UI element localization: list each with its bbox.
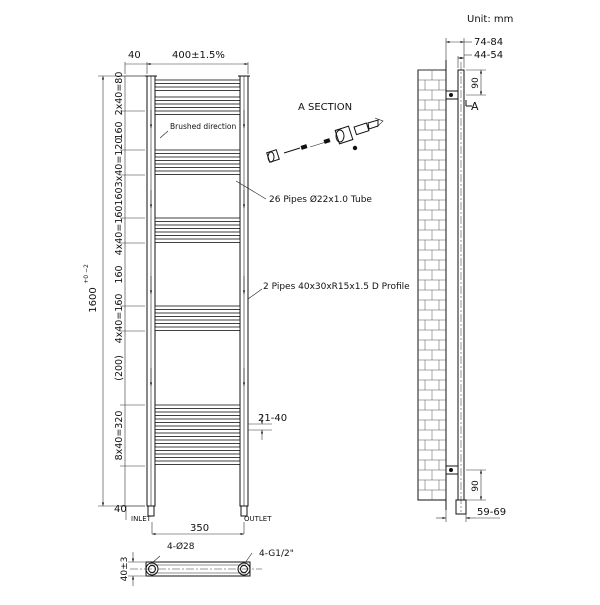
tube-18 <box>154 404 241 409</box>
segment-dim-5: 160 <box>114 265 125 283</box>
segment-dim-2: 3x40=120 <box>114 138 125 188</box>
a-section-title: A SECTION <box>298 102 352 113</box>
tube-15 <box>154 312 241 317</box>
overall-height-tolerance: +0 −2 <box>83 264 90 284</box>
brushed-direction-callout: Brushed direction <box>170 122 237 131</box>
tube-10 <box>154 217 241 222</box>
tube-25 <box>154 453 241 458</box>
center-distance-label: 350 <box>190 523 209 534</box>
brick-wall-icon <box>417 69 447 501</box>
tube-16 <box>154 319 241 324</box>
wall-plug-icon <box>334 117 384 151</box>
outlet-port-circle <box>237 562 251 576</box>
bottom-bracket <box>445 465 459 475</box>
brushed-direction-marks <box>149 110 246 386</box>
tube-19 <box>154 411 241 416</box>
top-bracket <box>445 90 459 100</box>
pipe-gap-dimension: 21-40 <box>248 413 287 440</box>
overall-height-label: 1600 <box>88 287 99 312</box>
width-dimension: 400±1.5% <box>172 50 225 61</box>
section-marker: A <box>471 100 479 113</box>
segment-dim-4: 4x40=160 <box>114 206 125 256</box>
tube-22 <box>154 432 241 437</box>
pipe-gap-label: 21-40 <box>258 413 287 424</box>
segment-dim-8: 8x40=320 <box>114 411 125 461</box>
front-view <box>145 75 250 517</box>
tube-2 <box>154 86 241 91</box>
tube-20 <box>154 418 241 423</box>
tube-callout: 26 Pipes Ø22x1.0 Tube <box>269 194 372 205</box>
bottom-offset-label: 40 <box>114 504 127 515</box>
segment-dim-7: (200) <box>114 355 125 381</box>
callouts: Brushed direction 26 Pipes Ø22x1.0 Tube … <box>159 122 410 300</box>
tube-7 <box>154 156 241 161</box>
tube-11 <box>154 224 241 229</box>
tube-23 <box>154 439 241 444</box>
tube-8 <box>154 163 241 168</box>
ports-label: 4-Ø28 <box>167 541 195 552</box>
depth-bottom-label: 59-69 <box>477 507 506 518</box>
unit-label: Unit: mm <box>467 14 513 25</box>
side-inlet <box>455 499 467 515</box>
top-dimensions: 400±1.5% 40 <box>124 50 249 74</box>
tube-13 <box>154 238 241 243</box>
tube-6 <box>154 149 241 154</box>
segment-dim-6: 4x40=160 <box>114 294 125 344</box>
tube-3 <box>154 96 241 101</box>
segment-dimensions: 1603x40=1201604x40=1601604x40=160(200)8x… <box>114 72 145 507</box>
outlet-port <box>240 505 248 517</box>
tube-14 <box>154 305 241 310</box>
outlet-label: OUTLET <box>244 515 272 523</box>
tube-4 <box>154 103 241 108</box>
side-view: 74-84 44-54 90 A 90 59-69 <box>417 37 506 522</box>
inlet-port <box>147 505 155 517</box>
bottom-view: 350 4-Ø28 4-G1/2" 40±3 <box>120 522 294 586</box>
wall-mount-bracket-icon <box>266 149 280 163</box>
bottom-height-label: 40±3 <box>120 557 130 582</box>
tube-24 <box>154 446 241 451</box>
screw-icon <box>283 138 331 154</box>
tube-1 <box>154 79 241 84</box>
tube-9 <box>154 170 241 175</box>
tube-12 <box>154 231 241 236</box>
depth-outer-label: 74-84 <box>474 37 503 48</box>
horizontal-tubes <box>154 79 241 465</box>
segment-dim-1: 160 <box>114 121 125 139</box>
tube-5 <box>154 110 241 115</box>
tube-17 <box>154 326 241 331</box>
tube-21 <box>154 425 241 430</box>
segment-dim-0: 2x40=80 <box>114 72 125 116</box>
inlet-label: INLET <box>131 515 152 523</box>
a-section-detail: A SECTION <box>266 102 384 163</box>
bracket-bottom-label: 90 <box>471 480 481 492</box>
thread-label: 4-G1/2" <box>259 549 294 559</box>
bracket-top-label: 90 <box>471 77 481 89</box>
segment-dim-3: 160 <box>114 187 125 205</box>
tube-26 <box>154 460 241 465</box>
profile-callout: 2 Pipes 40x30xR15x1.5 D Profile <box>263 282 410 292</box>
left-margin-dimension: 40 <box>128 50 141 61</box>
depth-inner-label: 44-54 <box>474 50 503 61</box>
